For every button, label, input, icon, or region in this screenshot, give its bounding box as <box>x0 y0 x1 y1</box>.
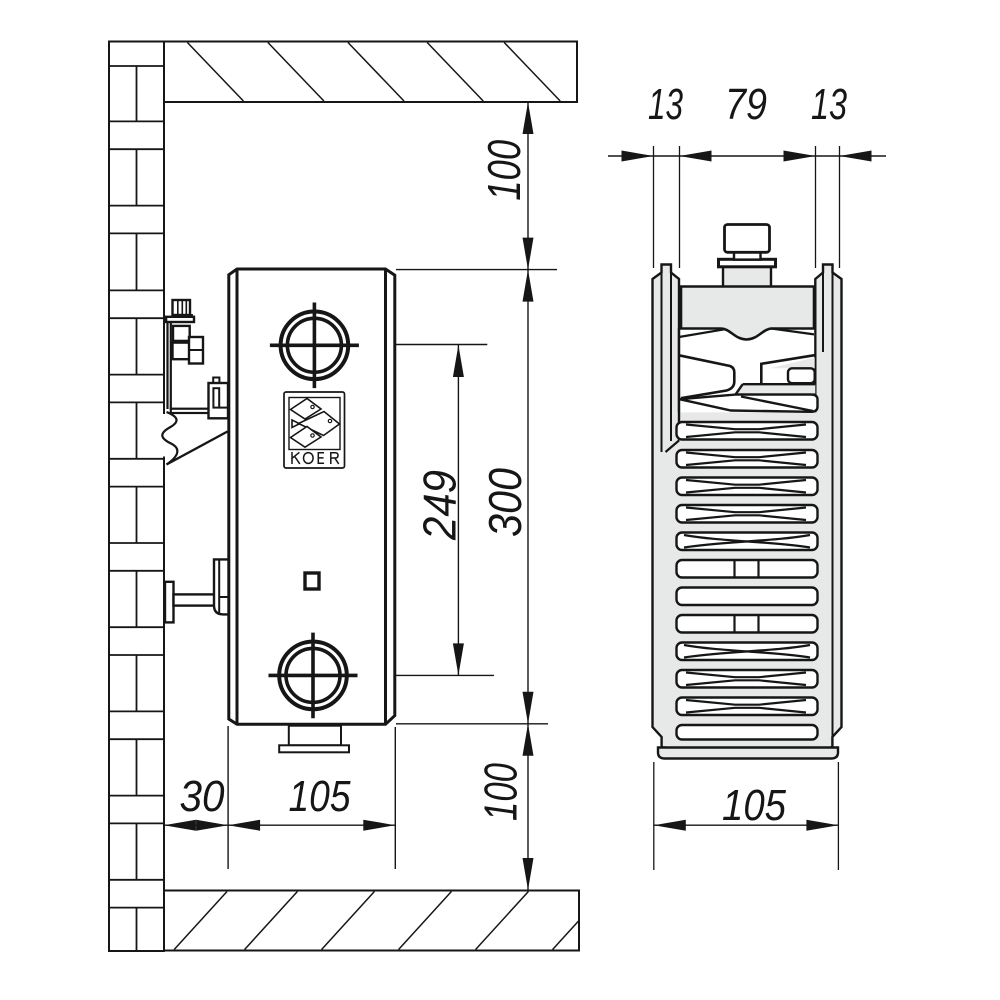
svg-text:300: 300 <box>479 468 531 537</box>
svg-text:30: 30 <box>180 772 225 821</box>
svg-text:13: 13 <box>648 80 683 129</box>
svg-text:100: 100 <box>475 763 527 821</box>
svg-text:249: 249 <box>414 470 466 541</box>
svg-text:13: 13 <box>811 80 847 129</box>
svg-text:105: 105 <box>289 772 351 821</box>
svg-text:105: 105 <box>722 781 786 830</box>
svg-text:100: 100 <box>478 139 530 200</box>
svg-text:79: 79 <box>725 80 767 129</box>
